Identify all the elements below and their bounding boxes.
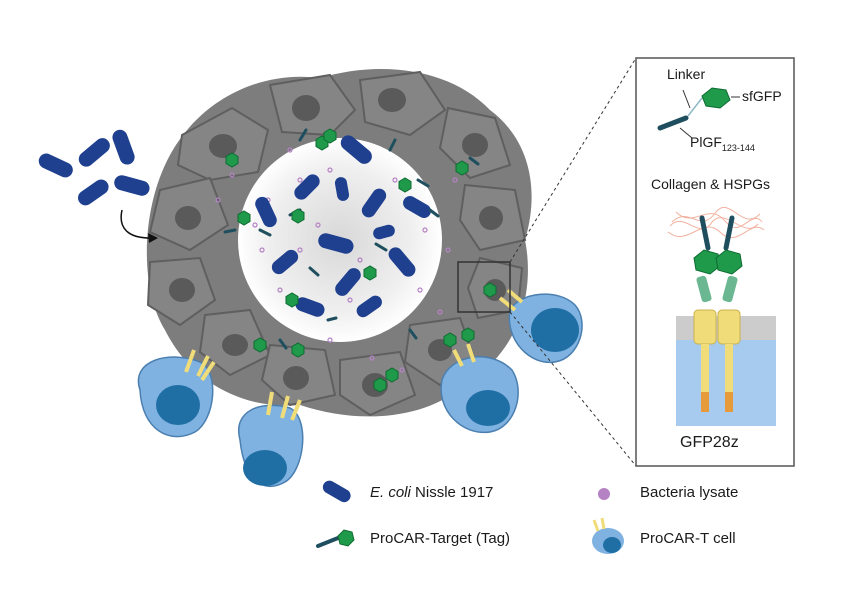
tumor-mass bbox=[146, 68, 532, 417]
label-plgf: PlGF123-144 bbox=[690, 134, 755, 153]
zoom-box bbox=[457, 261, 511, 313]
zoom-line-top bbox=[509, 57, 637, 263]
legend-ecoli-label: E. coli Nissle 1917 bbox=[370, 484, 493, 501]
legend-ecoli-icon bbox=[322, 480, 351, 503]
label-linker: Linker bbox=[667, 66, 706, 82]
legend-ecoli-italic: E. coli bbox=[370, 484, 411, 501]
procar-target-linkers bbox=[223, 128, 480, 350]
legend-lysate-icon bbox=[598, 488, 610, 500]
legend-target-label: ProCAR-Target (Tag) bbox=[370, 530, 511, 547]
legend-tcell-label: ProCAR-T cell bbox=[640, 530, 736, 547]
legend-ecoli-rest: Nissle 1917 bbox=[410, 484, 494, 501]
legend-target-icon bbox=[316, 529, 355, 548]
car-t-cells bbox=[137, 288, 583, 488]
label-sfgfp: sfGFP bbox=[742, 88, 782, 104]
legend-lysate-label: Bacteria lysate bbox=[640, 484, 739, 501]
label-plgf-main: PlGF bbox=[690, 134, 722, 150]
legend-tcell-icon bbox=[592, 517, 624, 554]
free-bacteria bbox=[38, 129, 150, 206]
infection-arrow bbox=[120, 209, 158, 243]
label-plgf-sub: 123-144 bbox=[721, 142, 755, 153]
inset-panel bbox=[635, 57, 795, 467]
label-car: GFP28z bbox=[680, 434, 739, 451]
bacteria-cluster bbox=[255, 135, 431, 318]
label-collagen: Collagen & HSPGs bbox=[651, 176, 771, 192]
